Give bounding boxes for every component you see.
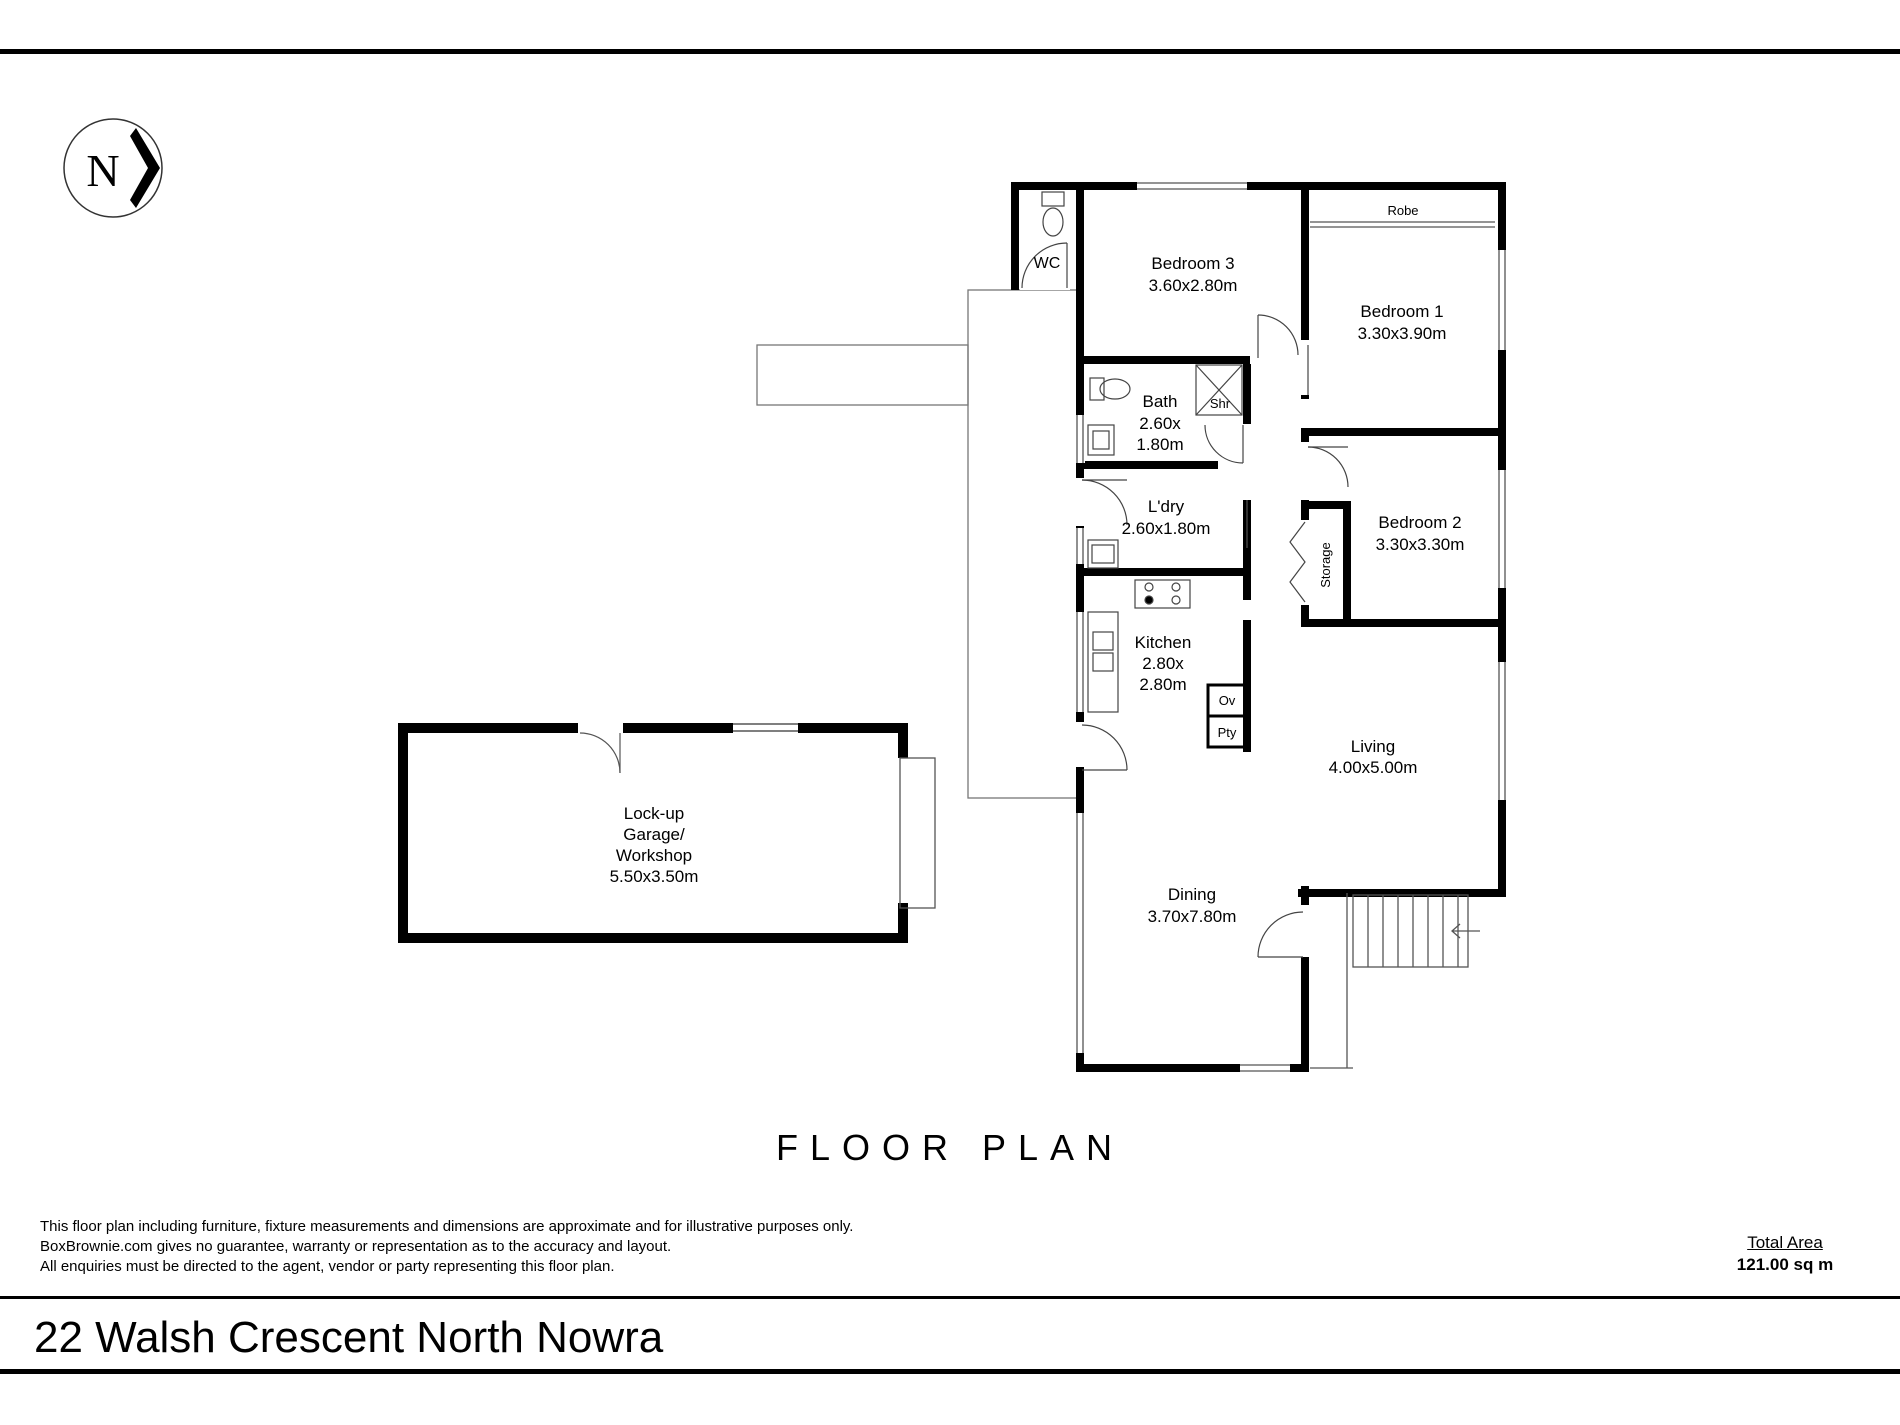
total-area-value: 121.00 sq m (1736, 1255, 1834, 1274)
room-size-bath-1: 2.60x (1139, 414, 1181, 433)
room-label-shower: Shr (1210, 396, 1231, 411)
room-label-oven: Ov (1219, 693, 1236, 708)
disclaimer-line: BoxBrownie.com gives no guarantee, warra… (40, 1238, 672, 1255)
disclaimer: This floor plan including furniture, fix… (40, 1217, 853, 1277)
room-size-laundry: 2.60x1.80m (1122, 519, 1211, 538)
room-label-bath: Bath (1143, 392, 1178, 411)
room-label-garage-3: Workshop (616, 846, 692, 865)
room-size-bedroom2: 3.30x3.30m (1376, 535, 1465, 554)
north-arrow-icon: N (63, 118, 163, 218)
room-label-pantry: Pty (1218, 725, 1237, 740)
room-label-wc: WC (1034, 255, 1061, 272)
room-label-robe: Robe (1387, 203, 1418, 218)
room-size-bedroom1: 3.30x3.90m (1358, 324, 1447, 343)
plan-title: FLOOR PLAN (775, 1127, 1125, 1168)
disclaimer-line: This floor plan including furniture, fix… (40, 1218, 854, 1235)
fixtures (1041, 191, 1243, 713)
doors (1020, 242, 1349, 958)
oven-pantry (1206, 683, 1249, 749)
room-label-bedroom1: Bedroom 1 (1360, 302, 1443, 321)
room-size-dining: 3.70x7.80m (1148, 907, 1237, 926)
room-size-garage: 5.50x3.50m (610, 867, 699, 886)
room-size-living: 4.00x5.00m (1329, 758, 1418, 777)
room-label-garage-1: Lock-up (624, 804, 684, 823)
room-size-kitchen-1: 2.80x (1142, 654, 1184, 673)
room-size-bath-2: 1.80m (1136, 435, 1183, 454)
room-label-kitchen: Kitchen (1135, 633, 1192, 652)
property-address: 22 Walsh Crescent North Nowra (34, 1313, 664, 1362)
disclaimer-line: All enquiries must be directed to the ag… (40, 1258, 615, 1275)
garage-building (398, 722, 936, 943)
room-label-bedroom3: Bedroom 3 (1151, 254, 1234, 273)
room-label-garage-2: Garage/ (623, 825, 685, 844)
room-label-dining: Dining (1168, 885, 1216, 904)
compass-letter: N (86, 145, 119, 196)
windows (1075, 181, 1507, 1073)
room-label-living: Living (1351, 737, 1395, 756)
top-rule (0, 49, 1900, 54)
room-size-bedroom3: 3.60x2.80m (1149, 276, 1238, 295)
total-area-label: Total Area (1747, 1233, 1823, 1252)
room-label-laundry: L'dry (1148, 497, 1185, 516)
room-label-bedroom2: Bedroom 2 (1378, 513, 1461, 532)
address-bottom-rule (0, 1369, 1900, 1374)
room-label-storage: Storage (1318, 542, 1333, 588)
front-stairs (1310, 893, 1480, 1069)
room-size-kitchen-2: 2.80m (1139, 675, 1186, 694)
carport-outline (756, 289, 1079, 799)
address-top-rule (0, 1296, 1900, 1299)
